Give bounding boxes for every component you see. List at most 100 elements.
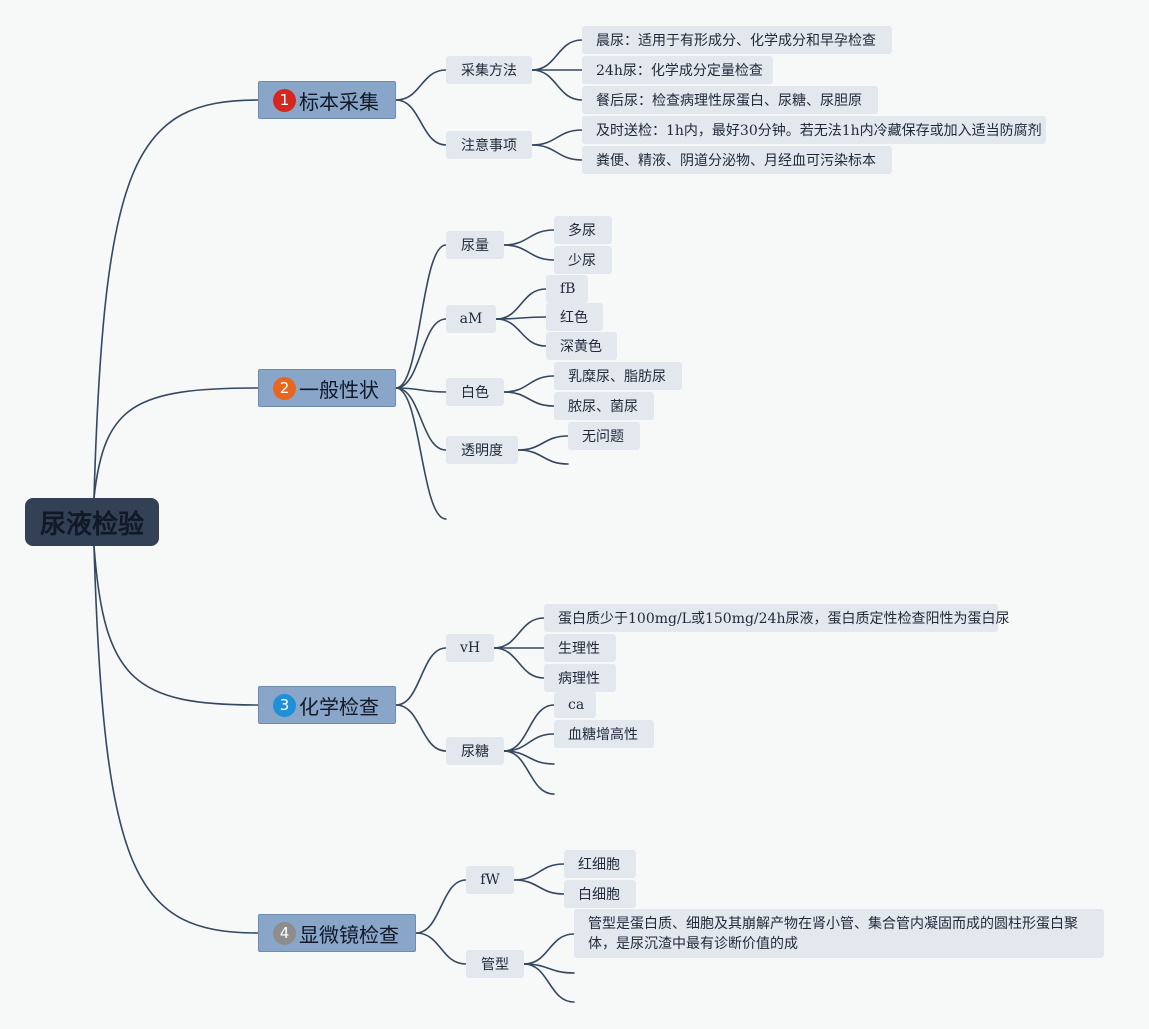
leaf-no-problem[interactable]: 无问题 bbox=[568, 422, 640, 450]
leaf-label: 蛋白质少于100mg/L或150mg/24h尿液，蛋白质定性检查阳性为蛋白尿 bbox=[558, 611, 1010, 627]
subtopic-label: 白色 bbox=[461, 385, 489, 401]
edge bbox=[395, 647, 447, 706]
subtopic-label: 透明度 bbox=[461, 443, 503, 459]
leaf-ca[interactable]: ca bbox=[554, 692, 596, 718]
leaf-contamination[interactable]: 粪便、精液、阴道分泌物、月经血可污染标本 bbox=[582, 146, 892, 174]
subtopic-urine-glucose[interactable]: 尿糖 bbox=[446, 737, 504, 765]
edge bbox=[495, 288, 547, 320]
leaf-label: 血糖增高性 bbox=[568, 727, 638, 743]
subtopic-label: aM bbox=[459, 311, 483, 327]
subtopic-label: 尿糖 bbox=[461, 744, 489, 760]
leaf-label: 脓尿、菌尿 bbox=[568, 399, 638, 415]
leaf-polyuria[interactable]: 多尿 bbox=[554, 216, 612, 244]
edge bbox=[531, 144, 583, 161]
branch-general-properties[interactable]: 2 一般性状 bbox=[258, 369, 396, 407]
leaf-label: fB bbox=[560, 281, 576, 297]
edge bbox=[493, 617, 545, 649]
edge bbox=[495, 318, 547, 347]
leaf-label: 24h尿：化学成分定量检查 bbox=[596, 63, 763, 79]
edge bbox=[395, 99, 447, 146]
number-badge-4: 4 bbox=[273, 921, 296, 945]
edge bbox=[415, 879, 467, 934]
branch-chemical-exam[interactable]: 3 化学检查 bbox=[258, 686, 396, 724]
edge bbox=[395, 387, 447, 451]
branch-label: 显微镜检查 bbox=[299, 922, 399, 947]
leaf-label: 红细胞 bbox=[578, 857, 620, 873]
leaf-red[interactable]: 红色 bbox=[546, 303, 603, 331]
subtopic-label: 尿量 bbox=[461, 238, 489, 254]
edge-root-branch2 bbox=[93, 387, 259, 499]
number-badge-2: 2 bbox=[273, 376, 296, 400]
subtopic-white[interactable]: 白色 bbox=[446, 378, 504, 406]
edge bbox=[503, 733, 555, 752]
edge-root-branch3 bbox=[93, 545, 259, 706]
leaf-label: 管型是蛋白质、细胞及其崩解产物在肾小管、集合管内凝固而成的圆柱形蛋白聚体，是尿沉… bbox=[588, 916, 1078, 952]
leaf-morning-urine[interactable]: 晨尿：适用于有形成分、化学成分和早孕检查 bbox=[582, 26, 892, 54]
leaf-label: 少尿 bbox=[568, 253, 596, 269]
branch-microscopy[interactable]: 4 显微镜检查 bbox=[258, 914, 416, 952]
branch-label: 标本采集 bbox=[299, 89, 379, 114]
branch-label: 一般性状 bbox=[299, 377, 379, 402]
leaf-label: 无问题 bbox=[582, 429, 624, 445]
subtopic-am[interactable]: aM bbox=[446, 305, 496, 333]
edge bbox=[523, 933, 575, 965]
leaf-fb[interactable]: fB bbox=[546, 275, 588, 303]
leaf-24h-urine[interactable]: 24h尿：化学成分定量检查 bbox=[582, 56, 773, 84]
edge bbox=[395, 244, 447, 389]
subtopic-fw[interactable]: fW bbox=[466, 866, 514, 894]
leaf-pathological[interactable]: 病理性 bbox=[544, 664, 616, 692]
leaf-label: 及时送检：1h内，最好30分钟。若无法1h内冷藏保存或加入适当防腐剂 bbox=[596, 123, 1042, 139]
leaf-pyuria[interactable]: 脓尿、菌尿 bbox=[554, 392, 654, 420]
leaf-label: 餐后尿：检查病理性尿蛋白、尿糖、尿胆原 bbox=[596, 93, 862, 109]
edge-root-branch4 bbox=[93, 545, 259, 934]
edge bbox=[503, 704, 555, 752]
edge bbox=[531, 69, 583, 101]
edge-root-branch1 bbox=[93, 99, 259, 499]
subtopic-label: 注意事项 bbox=[461, 138, 517, 154]
branch-label: 化学检查 bbox=[299, 694, 379, 719]
edge bbox=[503, 244, 555, 261]
edge bbox=[503, 229, 555, 246]
edge bbox=[503, 375, 555, 393]
edge bbox=[415, 932, 467, 965]
leaf-white-blood-cell[interactable]: 白细胞 bbox=[564, 880, 636, 908]
edge bbox=[531, 129, 583, 146]
branch-specimen-collection[interactable]: 1 标本采集 bbox=[258, 81, 396, 119]
subtopic-label: 采集方法 bbox=[461, 63, 517, 79]
leaf-physiological[interactable]: 生理性 bbox=[544, 634, 616, 662]
leaf-chyluria[interactable]: 乳糜尿、脂肪尿 bbox=[554, 362, 682, 390]
subtopic-precautions[interactable]: 注意事项 bbox=[446, 131, 532, 159]
leaf-postprandial-urine[interactable]: 餐后尿：检查病理性尿蛋白、尿糖、尿胆原 bbox=[582, 86, 878, 114]
leaf-label: 生理性 bbox=[558, 641, 600, 657]
edge bbox=[493, 647, 545, 679]
subtopic-casts[interactable]: 管型 bbox=[466, 950, 524, 978]
leaf-label: 晨尿：适用于有形成分、化学成分和早孕检查 bbox=[596, 33, 876, 49]
leaf-timely-delivery[interactable]: 及时送检：1h内，最好30分钟。若无法1h内冷藏保存或加入适当防腐剂 bbox=[582, 116, 1046, 144]
leaf-red-blood-cell[interactable]: 红细胞 bbox=[564, 850, 636, 878]
subtopic-transparency[interactable]: 透明度 bbox=[446, 436, 518, 464]
number-badge-3: 3 bbox=[273, 693, 296, 717]
subtopic-collection-method[interactable]: 采集方法 bbox=[446, 56, 532, 84]
edge bbox=[395, 704, 447, 752]
leaf-label: 乳糜尿、脂肪尿 bbox=[568, 369, 666, 385]
leaf-oliguria[interactable]: 少尿 bbox=[554, 246, 612, 274]
leaf-label: 病理性 bbox=[558, 671, 600, 687]
leaf-proteinuria[interactable]: 蛋白质少于100mg/L或150mg/24h尿液，蛋白质定性检查阳性为蛋白尿 bbox=[544, 604, 1009, 632]
edge bbox=[517, 449, 569, 465]
subtopic-label: fW bbox=[480, 872, 500, 888]
edge bbox=[531, 39, 583, 71]
leaf-cast-definition[interactable]: 管型是蛋白质、细胞及其崩解产物在肾小管、集合管内凝固而成的圆柱形蛋白聚体，是尿沉… bbox=[574, 909, 1104, 958]
leaf-label: ca bbox=[568, 697, 585, 713]
number-badge-1: 1 bbox=[273, 88, 296, 112]
subtopic-vh[interactable]: vH bbox=[446, 634, 494, 662]
edge bbox=[395, 387, 447, 520]
root-topic[interactable]: 尿液检验 bbox=[25, 498, 159, 546]
subtopic-urine-volume[interactable]: 尿量 bbox=[446, 231, 504, 259]
leaf-dark-yellow[interactable]: 深黄色 bbox=[546, 332, 617, 360]
edge bbox=[517, 435, 569, 451]
edge bbox=[395, 387, 447, 393]
leaf-hyperglycemic[interactable]: 血糖增高性 bbox=[554, 720, 654, 748]
edge bbox=[513, 879, 565, 895]
leaf-label: 红色 bbox=[560, 310, 588, 326]
